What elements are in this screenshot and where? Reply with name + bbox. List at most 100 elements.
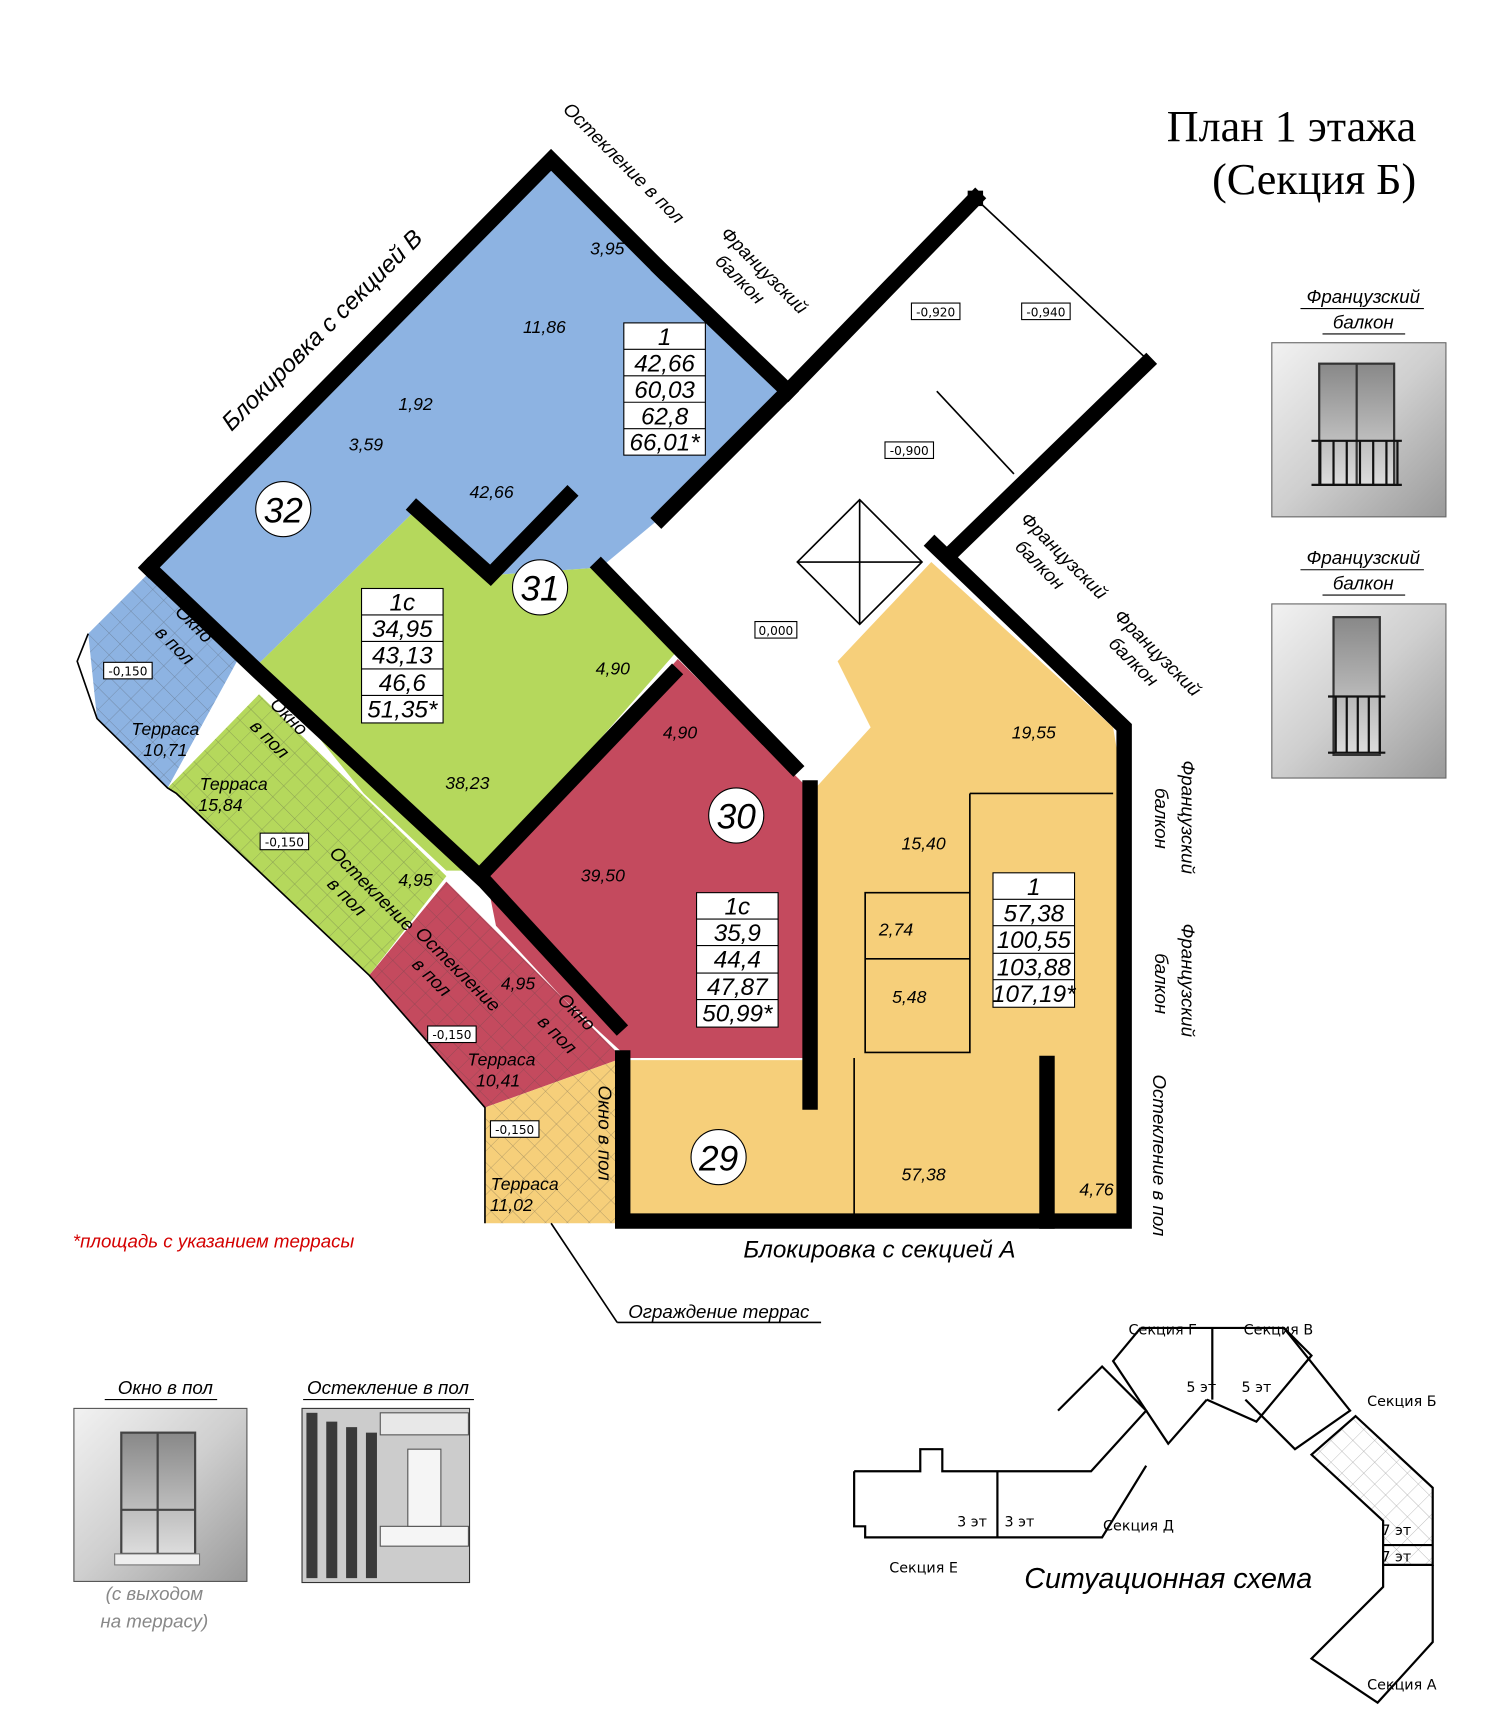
plan-label: 4,90 [596, 658, 631, 678]
plan-label: 10,71 [143, 740, 187, 760]
plan-label: (с выходом [106, 1583, 204, 1604]
plan-label: 1 [1027, 874, 1040, 901]
walls [137, 148, 1158, 1229]
plan-label: -0,150 [265, 835, 304, 849]
level-mark: -0,920 [910, 302, 961, 321]
plan-label: 39,50 [581, 866, 625, 886]
plan-label: Блокировка с секцией А [743, 1236, 1015, 1263]
plan-label: балкон [1333, 311, 1394, 332]
plan-label: 3 эт [1005, 1514, 1035, 1530]
plan-label: Остекление в пол [1149, 1074, 1170, 1236]
legend-french-balcony-1: Французский балкон [1271, 286, 1447, 518]
plan-label: -0,150 [432, 1028, 471, 1042]
plan-subtitle: (Секция Б) [1212, 155, 1416, 204]
legend-floor-glazing: Остекление в пол [301, 1377, 474, 1584]
plan-label: 4,76 [1079, 1180, 1114, 1200]
plan-title: План 1 этажа [1167, 102, 1416, 151]
plan-label: 5 эт [1241, 1380, 1271, 1396]
plan-label: 11,02 [490, 1195, 533, 1215]
plan-label: 100,55 [997, 927, 1072, 954]
plan-label: -0,150 [495, 1123, 534, 1137]
apartment-number-30: 30 [708, 787, 765, 844]
plan-label: Терраса [491, 1174, 559, 1194]
plan-label: Французский [1177, 760, 1198, 874]
legend-window-to-floor: Окно в пол (с выходом на террасу) [73, 1377, 248, 1632]
plan-label: 15,40 [902, 834, 946, 854]
plan-label: 47,87 [707, 974, 769, 1001]
plan-label: Терраса [467, 1050, 535, 1070]
plan-label: 7 эт [1381, 1550, 1411, 1566]
plan-label: 5,48 [892, 987, 927, 1007]
plan-label: Окно в пол [594, 1086, 615, 1182]
plan-label: балкон [1151, 953, 1172, 1014]
apartment-29[interactable] [484, 562, 1125, 1224]
level-marks: -0,150 -0,150 -0,150 -0,150 -0,920 -0,94… [103, 302, 1071, 1138]
legend-french-balcony-2: Французский балкон [1271, 547, 1447, 779]
plan-label: Терраса [131, 719, 199, 739]
level-mark: -0,940 [1021, 302, 1071, 321]
plan-label: Терраса [200, 774, 268, 794]
plan-label: Французский [1306, 547, 1420, 568]
scheme-title: Ситуационная схема [1024, 1563, 1312, 1595]
plan-label: 66,01* [630, 430, 702, 457]
plan-label: 103,88 [997, 954, 1072, 981]
plan-label: 44,4 [714, 947, 761, 974]
area-table-30: 1с 35,9 44,4 47,87 50,99* [695, 892, 779, 1028]
plan-label: Окно в пол [118, 1377, 214, 1398]
apartment-number-31: 31 [511, 559, 569, 616]
plan-label: Ограждение террас [628, 1301, 810, 1322]
plan-label: 15,84 [198, 795, 242, 815]
plan-label: 60,03 [634, 377, 695, 404]
plan-label: 0,000 [759, 624, 794, 638]
area-footnote: *площадь с указанием террасы [73, 1231, 355, 1252]
terrace-fence [76, 633, 486, 1224]
plan-label: -0,920 [916, 305, 955, 319]
plan-label: 46,6 [379, 670, 427, 697]
plan-label: 32 [264, 491, 304, 530]
level-terrace-30: -0,150 [427, 1025, 477, 1044]
plan-label: -0,900 [890, 444, 929, 458]
plan-label: Секция Д [1103, 1519, 1174, 1535]
plan-label: 35,9 [714, 920, 761, 947]
plan-label: 31 [520, 570, 559, 609]
level-mark: -0,900 [884, 441, 935, 459]
plan-label: балкон [1333, 573, 1394, 594]
plan-label: 10,41 [476, 1071, 520, 1091]
plan-label: 30 [717, 798, 757, 837]
plan-label: 43,13 [372, 642, 433, 669]
plan-label: на террасу) [100, 1611, 208, 1632]
plan-label: 3,59 [349, 435, 384, 455]
plan-label: 38,23 [445, 773, 489, 793]
apartment-number-32: 32 [255, 481, 312, 538]
plan-label: 5 эт [1186, 1380, 1216, 1396]
level-mark: 0,000 [754, 620, 798, 639]
plan-label: 1,92 [398, 394, 433, 414]
apartment-32[interactable] [88, 159, 789, 788]
plan-label: Французский [1177, 924, 1198, 1038]
situation-scheme: Секция Г Секция В Секция Б Секция Д Секц… [853, 1323, 1437, 1705]
plan-label: Секция В [1244, 1323, 1313, 1339]
plan-label: 2,74 [878, 920, 914, 940]
plan-label: 3,95 [590, 239, 625, 259]
plan-label: 51,35* [367, 696, 439, 723]
plan-label: 7 эт [1381, 1523, 1411, 1539]
plan-label: 1 [658, 324, 671, 351]
plan-label: 34,95 [372, 616, 433, 643]
area-table-29: 1 57,38 100,55 103,88 107,19* [992, 872, 1077, 1008]
plan-label: 29 [698, 1139, 738, 1178]
plan-label: Секция Е [889, 1561, 958, 1577]
plan-label: 11,86 [523, 317, 566, 337]
plan-label: Секция Б [1367, 1394, 1436, 1410]
plan-label: Остекление в пол [307, 1377, 469, 1398]
plan-label: -0,150 [108, 665, 147, 679]
plan-label: 42,66 [470, 482, 514, 502]
plan-label: Французский [1306, 286, 1420, 307]
plan-label: 62,8 [641, 403, 689, 430]
plan-label: 50,99* [702, 1001, 774, 1028]
level-terrace-29: -0,150 [489, 1120, 540, 1138]
plan-label: 42,66 [634, 350, 695, 377]
plan-label: 19,55 [1012, 722, 1056, 742]
plan-label: 4,90 [663, 722, 698, 742]
plan-label: 4,95 [398, 870, 433, 890]
